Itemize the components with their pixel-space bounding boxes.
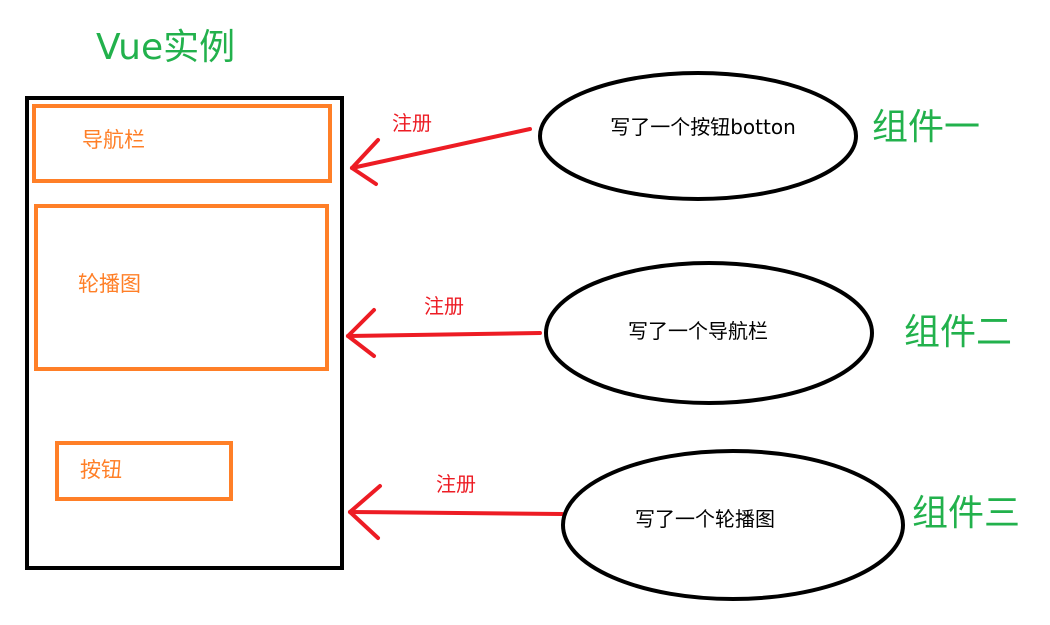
navbar-label: 导航栏 <box>82 128 145 152</box>
register-label-3: 注册 <box>436 472 476 496</box>
carousel-label: 轮播图 <box>78 272 141 296</box>
vue-instance-box <box>25 96 344 570</box>
component-ellipse-3 <box>561 449 905 601</box>
navbar-box <box>32 104 332 183</box>
component-1-label: 组件一 <box>872 107 981 148</box>
register-arrow-3 <box>348 484 564 540</box>
register-arrow-2 <box>346 308 542 358</box>
carousel-box <box>34 204 329 371</box>
component-2-text: 写了一个导航栏 <box>628 319 768 343</box>
component-1-text: 写了一个按钮botton <box>610 115 796 139</box>
register-label-1: 注册 <box>392 111 432 135</box>
register-label-2: 注册 <box>424 294 464 318</box>
component-2-label: 组件二 <box>904 312 1013 353</box>
register-arrow-1 <box>350 127 532 186</box>
component-3-label: 组件三 <box>912 493 1021 534</box>
component-3-text: 写了一个轮播图 <box>635 507 775 531</box>
component-ellipse-2 <box>544 261 874 405</box>
button-label: 按钮 <box>80 458 122 482</box>
vue-instance-title: Vue实例 <box>96 27 236 68</box>
button-box <box>55 441 233 501</box>
component-ellipse-1 <box>538 71 858 201</box>
